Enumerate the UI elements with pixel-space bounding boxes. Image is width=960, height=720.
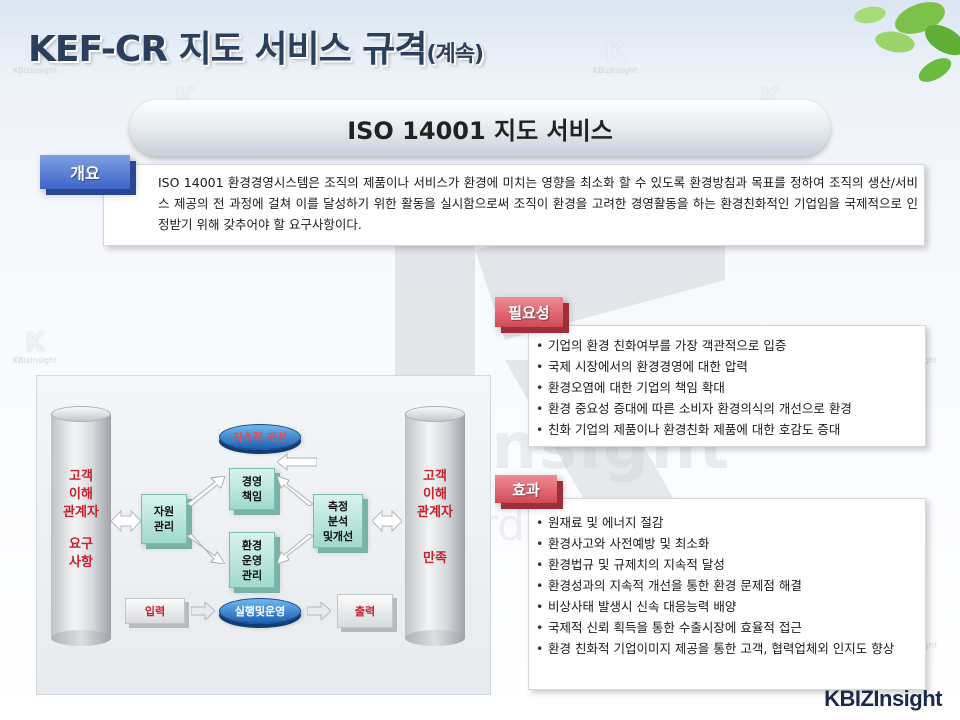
arrow-icon (187, 476, 226, 506)
necessity-list: 기업의 환경 친화여부를 가장 객관적으로 입증 국제 시장에서의 환경경영에 … (536, 335, 852, 440)
arrow-right-icon (307, 602, 331, 620)
effect-list: 원재료 및 에너지 절감 환경사고와 사전예방 및 최소화 환경법규 및 규제치… (536, 512, 896, 659)
company-logo: KBIZInsight (824, 686, 942, 711)
leaves-decoration-icon (854, 2, 960, 82)
left-cylinder: 고객 이해 관계자 요구 사항 (51, 406, 111, 646)
overview-text: ISO 14001 환경경영시스템은 조직의 제품이나 서비스가 환경에 미치는… (158, 175, 918, 232)
double-arrow-left-icon (111, 509, 141, 533)
list-item: 국제 시장에서의 환경경영에 대한 압력 (536, 356, 852, 377)
section-banner-label: ISO 14001 지도 서비스 (347, 116, 613, 145)
double-arrow-right-icon (372, 509, 402, 533)
list-item: 원재료 및 에너지 절감 (536, 512, 896, 533)
list-item: 국제적 신뢰 획득을 통한 수출시장에 효율적 접근 (536, 617, 896, 638)
ems-cycle-diagram: 고객 이해 관계자 요구 사항 고객 이해 관계자 만족 지속적 개선 자원 관… (36, 375, 491, 695)
arrow-icon (277, 476, 313, 506)
arrow-icon (277, 452, 317, 472)
right-cylinder: 고객 이해 관계자 만족 (405, 406, 465, 646)
list-item: 환경오염에 대한 기업의 책임 확대 (536, 377, 852, 398)
page-title: KEF-CR 지도 서비스 규격(계속) (28, 20, 485, 72)
input-box: 입력 (125, 598, 185, 624)
list-item: 친화 기업의 제품이나 환경친화 제품에 대한 호감도 증대 (536, 419, 852, 440)
measurement-analysis-box: 측정 분석 및개선 (313, 494, 363, 548)
list-item: 비상사태 발생시 신속 대응능력 배양 (536, 596, 896, 617)
overview-panel (103, 164, 925, 246)
management-responsibility-box: 경영 책임 (229, 468, 275, 510)
arrow-icon (277, 534, 313, 564)
operation-management-box: 환경 운영 관리 (229, 532, 275, 588)
resource-management-box: 자원 관리 (141, 494, 187, 544)
effect-tag: 효과 (495, 475, 557, 503)
page-title-main: KEF-CR 지도 서비스 규격 (28, 29, 427, 70)
output-box: 출력 (337, 594, 393, 628)
implementation-operation-disc: 실행및운영 (219, 598, 301, 624)
list-item: 환경성과의 지속적 개선을 통한 환경 문제점 해결 (536, 575, 896, 596)
arrow-right-icon (191, 602, 215, 620)
section-banner: ISO 14001 지도 서비스 (130, 100, 830, 156)
list-item: 환경사고와 사전예방 및 최소화 (536, 533, 896, 554)
list-item: 환경법규 및 규제치의 지속적 달성 (536, 554, 896, 575)
list-item: 기업의 환경 친화여부를 가장 객관적으로 입증 (536, 335, 852, 356)
list-item: 환경 친화적 기업이미지 제공을 통한 고객, 협력업체외 인지도 향상 (536, 638, 896, 659)
page-title-sub: (계속) (426, 42, 485, 67)
necessity-tag: 필요성 (495, 297, 563, 327)
list-item: 환경 중요성 증대에 따른 소비자 환경의식의 개선으로 환경 (536, 398, 852, 419)
arrow-icon (187, 534, 226, 564)
continuous-improvement-disc: 지속적 개선 (219, 424, 301, 450)
overview-tag: 개요 (40, 155, 130, 189)
